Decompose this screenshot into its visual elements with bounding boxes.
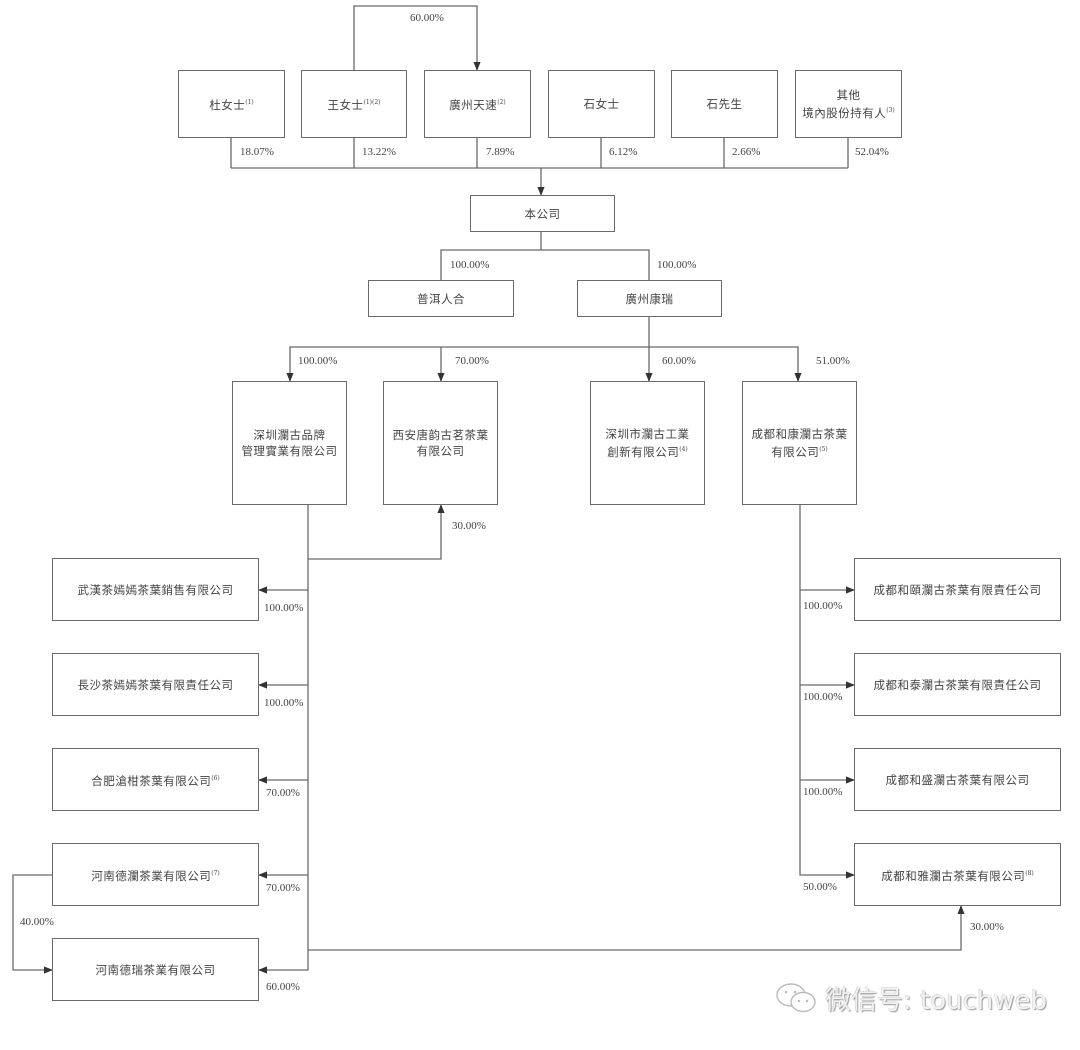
- ownership-pct-hndelan-hnderui: 40.00%: [20, 916, 54, 928]
- edge-company-gzkangrui: [541, 249, 650, 280]
- ownership-pct-szbrand-hndelan: 70.00%: [266, 882, 300, 894]
- ownership-pct-shixian-company: 2.66%: [732, 146, 761, 158]
- entity-label: 成都和康瀾古茶葉 有限公司(5): [751, 427, 848, 459]
- ownership-pct-others-company: 52.04%: [855, 146, 889, 158]
- ownership-pct-szbrand-xian: 30.00%: [452, 520, 486, 532]
- entity-box-gzkangrui: 廣州康瑞: [577, 280, 722, 317]
- ownership-pct-szbrand-wuhan: 100.00%: [264, 602, 304, 614]
- edge-gzkangrui-cdhk: [649, 346, 802, 382]
- entity-box-shinv: 石女士: [548, 70, 655, 138]
- entity-label: 長沙茶嫣嫣茶葉有限責任公司: [77, 677, 234, 692]
- ownership-pct-cdhk-cdhs: 100.00%: [803, 786, 843, 798]
- entity-box-cdhya: 成都和雅瀾古茶葉有限公司(8): [854, 843, 1061, 906]
- entity-label: 深圳瀾古品牌 管理實業有限公司: [241, 428, 338, 458]
- entity-box-hndelan: 河南德瀾茶業有限公司(7): [52, 843, 259, 906]
- ownership-pct-gztiansu-company: 7.89%: [486, 146, 515, 158]
- ownership-pct-wang-gztiansu: 60.00%: [410, 12, 444, 24]
- entity-label: 成都和頤瀾古茶葉有限責任公司: [873, 582, 1042, 597]
- footnote-ref: (7): [211, 869, 220, 877]
- ownership-pct-cdhk-cdhy: 100.00%: [803, 600, 843, 612]
- watermark-text: 微信号: touchweb: [825, 986, 1048, 1016]
- entity-label: 河南德瀾茶業有限公司(7): [91, 868, 220, 883]
- edge-cdhk-cdhy: [799, 505, 855, 594]
- edge-szbrand-xian: [307, 504, 445, 560]
- footnote-ref: (3): [886, 107, 895, 114]
- ownership-pct-cdhk-cdhya: 50.00%: [803, 881, 837, 893]
- entity-box-du: 杜女士(1): [178, 70, 285, 138]
- entity-box-company: 本公司: [470, 195, 615, 232]
- entity-box-others: 其他 境內股份持有人(3): [795, 70, 902, 138]
- footnote-ref: (5): [819, 446, 828, 453]
- ownership-pct-wang-company: 13.22%: [362, 146, 396, 158]
- entity-label: 河南德瑞茶業有限公司: [95, 962, 216, 977]
- ownership-pct-szbrand-hefei: 70.00%: [266, 787, 300, 799]
- entity-label: 成都和盛瀾古茶葉有限公司: [885, 772, 1030, 787]
- entity-label: 普洱人合: [417, 291, 465, 306]
- entity-label: 成都和泰瀾古茶葉有限責任公司: [873, 677, 1042, 692]
- ownership-pct-gzkangrui-szindustry: 60.00%: [662, 355, 696, 367]
- footnote-ref: (6): [211, 774, 220, 782]
- entity-box-wuhan: 武漢茶嫣嫣茶葉銷售有限公司: [52, 558, 259, 621]
- entity-box-szbrand: 深圳瀾古品牌 管理實業有限公司: [232, 381, 347, 505]
- wechat-icon: [776, 982, 816, 1012]
- entity-box-hnderui: 河南德瑞茶業有限公司: [52, 938, 259, 1001]
- entity-box-cdhy: 成都和頤瀾古茶葉有限責任公司: [854, 558, 1061, 621]
- edge-wang-gztiansu: [353, 5, 481, 71]
- entity-label: 石女士: [583, 97, 620, 111]
- entity-box-wang: 王女士(1)(2): [301, 70, 407, 138]
- edge-company-puer: [440, 232, 542, 280]
- ownership-pct-du-company: 18.07%: [240, 146, 274, 158]
- ownership-pct-cdhk-cdht: 100.00%: [803, 691, 843, 703]
- ownership-pct-gzkangrui-cdhk: 51.00%: [816, 355, 850, 367]
- entity-label: 石先生: [706, 97, 743, 111]
- footnote-ref: (2): [497, 99, 506, 106]
- ownership-pct-szbrand-hnderui: 60.00%: [266, 981, 300, 993]
- entity-label: 其他 境內股份持有人(3): [802, 88, 895, 120]
- edge-szbrand-cdhya: [308, 905, 965, 951]
- ownership-pct-company-puer: 100.00%: [450, 259, 490, 271]
- entity-label: 廣州康瑞: [625, 291, 674, 306]
- watermark: 微信号: touchweb: [775, 980, 1047, 1017]
- ownership-pct-gzkangrui-szbrand: 100.00%: [298, 355, 338, 367]
- entity-box-cdhs: 成都和盛瀾古茶葉有限公司: [854, 748, 1061, 811]
- ownership-pct-shinv-company: 6.12%: [609, 146, 638, 158]
- entity-box-gztiansu: 廣州天速(2): [424, 70, 531, 138]
- edge-szbrand-hnderui: [258, 875, 309, 974]
- entity-box-xian: 西安唐韵古茗茶葉 有限公司: [383, 381, 498, 505]
- ownership-pct-szbrand-changsha: 100.00%: [264, 697, 304, 709]
- entity-label: 廣州天速(2): [449, 98, 506, 112]
- entity-box-cdht: 成都和泰瀾古茶葉有限責任公司: [854, 653, 1061, 716]
- ownership-pct-company-gzkangrui: 100.00%: [657, 259, 697, 271]
- edge-gzkangrui-szbrand: [286, 317, 650, 382]
- entity-label: 本公司: [524, 206, 561, 221]
- entity-box-cdhk: 成都和康瀾古茶葉 有限公司(5): [742, 381, 857, 505]
- entity-label: 王女士(1)(2): [327, 98, 381, 112]
- entity-label: 成都和雅瀾古茶葉有限公司(8): [881, 868, 1034, 883]
- edge-szbrand-wuhan: [258, 559, 309, 594]
- ownership-pct-szbrand-cdhya: 30.00%: [970, 921, 1004, 933]
- entity-label: 合肥滄柑茶葉有限公司(6): [91, 773, 220, 788]
- edge-cdhk-cdhya: [799, 780, 855, 879]
- ownership-pct-gzkangrui-xian: 70.00%: [455, 355, 489, 367]
- entity-box-szindustry: 深圳市瀾古工業 創新有限公司(4): [590, 381, 705, 505]
- footnote-ref: (1)(2): [363, 99, 381, 106]
- footnote-ref: (8): [1025, 869, 1034, 877]
- edge-hndelan-hnderui: [12, 874, 53, 974]
- entity-label: 西安唐韵古茗茶葉 有限公司: [392, 428, 489, 458]
- entity-box-hefei: 合肥滄柑茶葉有限公司(6): [52, 748, 259, 811]
- entity-label: 深圳市瀾古工業 創新有限公司(4): [605, 427, 690, 459]
- entity-label: 杜女士(1): [209, 98, 254, 112]
- entity-label: 武漢茶嫣嫣茶葉銷售有限公司: [77, 582, 234, 597]
- entity-box-shixian: 石先生: [671, 70, 778, 138]
- footnote-ref: (4): [679, 446, 688, 453]
- footnote-ref: (1): [245, 99, 254, 106]
- entity-box-puer: 普洱人合: [368, 280, 514, 317]
- entity-box-changsha: 長沙茶嫣嫣茶葉有限責任公司: [52, 653, 259, 716]
